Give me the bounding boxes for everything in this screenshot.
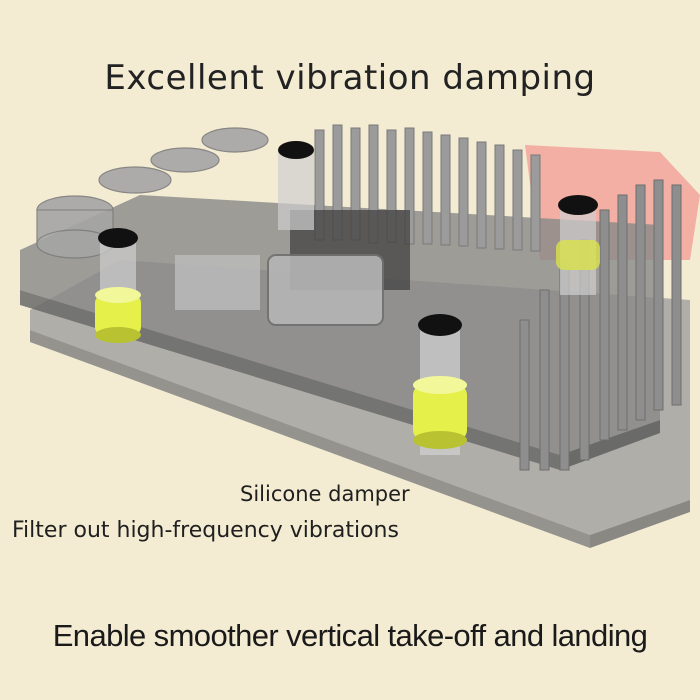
rear-pins: [314, 124, 541, 252]
silicone-damper-left: [95, 287, 141, 343]
chip: [175, 255, 260, 310]
headline: Excellent vibration damping: [104, 58, 596, 98]
usb-port: [267, 254, 384, 326]
footer-text: Enable smoother vertical take-off and la…: [52, 618, 648, 653]
capacitors: [36, 127, 269, 259]
damper-posts: [95, 141, 600, 455]
silicone-damper-front: [413, 376, 467, 449]
filter-caption: Filter out high-frequency vibrations: [12, 518, 399, 543]
damper-caption: Silicone damper: [240, 482, 410, 506]
side-pins: [519, 179, 682, 471]
